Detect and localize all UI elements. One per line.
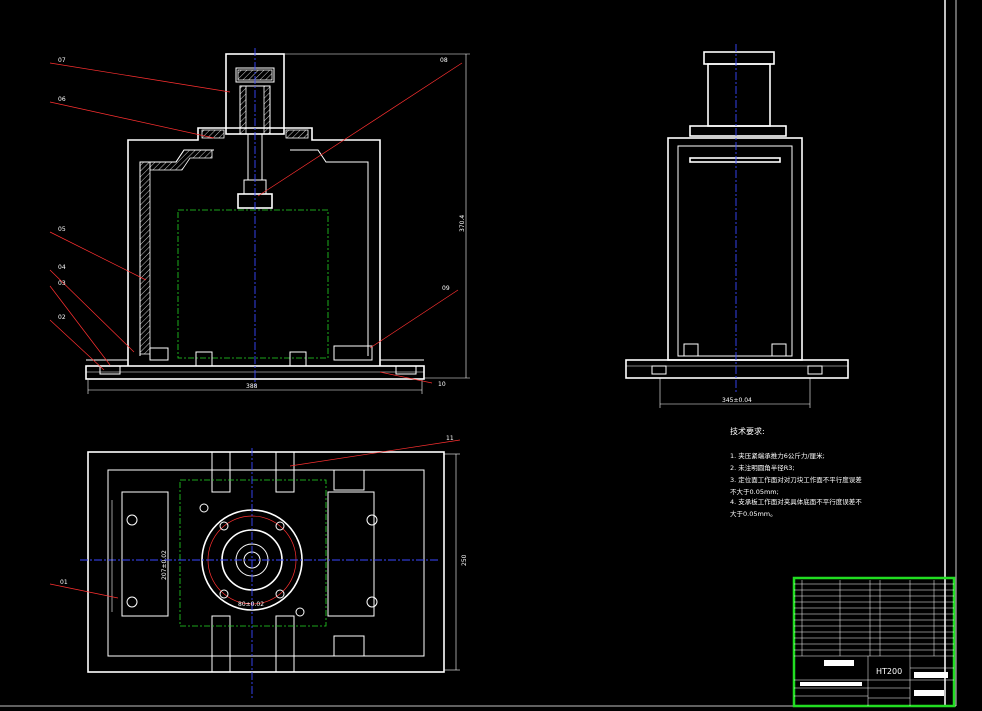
technical-notes: 技术要求: 1. 夹压紧端承推力6公斤力/厘米; 2. 未注明圆角半径R3; 3… xyxy=(730,426,862,518)
label-part-07: 07 xyxy=(58,57,66,64)
dim-top-height: 250 xyxy=(461,554,468,566)
label-part-10: 10 xyxy=(438,381,446,388)
dim-top-inner-a: 207±0.02 xyxy=(161,550,168,580)
label-part-09: 09 xyxy=(442,285,450,292)
notes-title: 技术要求: xyxy=(730,426,765,436)
front-view xyxy=(49,48,470,394)
label-part-02: 02 xyxy=(58,314,66,321)
notes-item-3b: 不大于0.05mm; xyxy=(730,487,779,496)
label-part-03: 03 xyxy=(58,280,66,287)
label-part-05: 05 xyxy=(58,226,66,233)
notes-item-2: 2. 未注明圆角半径R3; xyxy=(730,463,795,472)
title-block-material: HT200 xyxy=(876,667,902,676)
notes-item-1: 1. 夹压紧端承推力6公斤力/厘米; xyxy=(730,451,825,460)
dim-side-width: 345±0.04 xyxy=(722,397,752,404)
dim-front-height: 370.4 xyxy=(459,215,466,232)
dim-front-width: 388 xyxy=(246,383,258,390)
notes-item-4b: 大于0.05mm。 xyxy=(730,509,777,518)
side-view xyxy=(625,44,849,408)
label-part-04: 04 xyxy=(58,264,66,271)
dim-top-inner-b: 80±0.02 xyxy=(238,601,264,608)
notes-item-4: 4. 支承板工作面对夹具体底面不平行度误差不 xyxy=(730,497,862,506)
label-part-08: 08 xyxy=(440,57,448,64)
label-part-01: 01 xyxy=(60,579,68,586)
title-block xyxy=(792,576,956,708)
label-part-06: 06 xyxy=(58,96,66,103)
notes-item-3: 3. 定位面工作面对对刀块工作面不平行度误差 xyxy=(730,475,862,484)
top-view xyxy=(49,439,461,698)
label-part-11: 11 xyxy=(446,435,454,442)
